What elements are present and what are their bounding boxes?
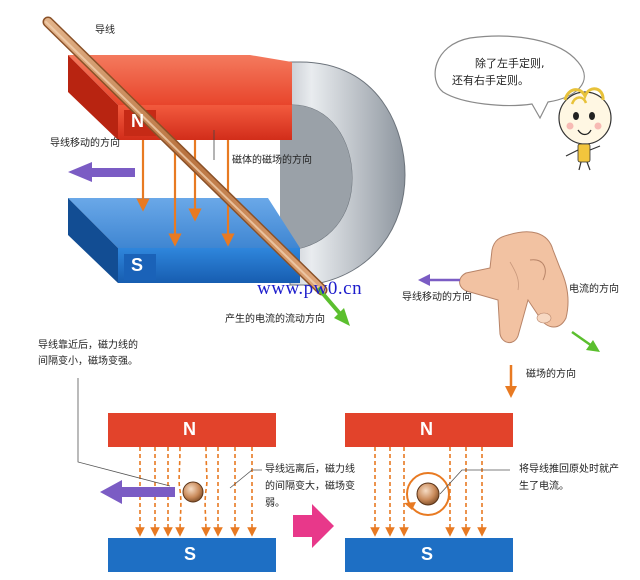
bl-south-bar [108, 538, 276, 572]
top-north-letter: N [131, 111, 144, 131]
wire-label: 导线 [95, 25, 115, 36]
bl-near-note-1: 导线靠近后，磁力线的 [38, 340, 138, 351]
bl-north-bar [108, 413, 276, 447]
top-current-label: 产生的电流的流动方向 [225, 314, 325, 325]
bl-north-letter: N [183, 419, 196, 439]
hand-motion-arrow [418, 274, 460, 286]
right-hand-illustration [459, 231, 569, 343]
top-south-letter: S [131, 255, 144, 275]
bl-leader-far [229, 469, 262, 489]
bottom-right-diagram [345, 413, 513, 572]
bl-south-letter: S [184, 544, 197, 564]
br-north-letter: N [420, 419, 433, 439]
hand-current-label: 电流的方向 [569, 284, 619, 295]
br-field-lines [370, 447, 487, 537]
bl-wire-cross-section [182, 481, 204, 503]
top-field-arrows [136, 140, 235, 247]
speech-line-2: 还有右手定则。 [452, 74, 529, 87]
br-north-bar [345, 413, 513, 447]
hand-current-arrow [571, 330, 600, 352]
north-bar-face [68, 55, 118, 140]
top-field-label: 磁体的磁场的方向 [232, 155, 312, 166]
br-note-2: 生了电流。 [519, 481, 569, 492]
br-south-bar [345, 538, 513, 572]
cartoon-character [558, 87, 612, 171]
conductor-wire [42, 16, 328, 296]
hand-field-label: 磁场的方向 [526, 369, 576, 380]
br-south-letter: S [421, 544, 434, 564]
top-current-arrow [316, 286, 350, 326]
top-motion-label: 导线移动的方向 [50, 138, 120, 149]
bl-near-note-2: 间隔变小，磁场变强。 [38, 356, 138, 367]
br-note-1: 将导线推回原处时就产 [519, 464, 619, 475]
transition-arrow [293, 504, 334, 548]
south-bar-side [68, 198, 118, 283]
br-ring-arrowhead [404, 502, 416, 510]
speech-bubble [434, 35, 585, 120]
bl-leader-near [77, 378, 171, 487]
bl-far-note-2: 的间隔变大，磁场变 [265, 481, 355, 492]
south-label-box [124, 254, 156, 280]
bottom-left-diagram [77, 378, 276, 572]
br-wire-cross-section [416, 482, 440, 506]
hand-field-arrow [505, 365, 517, 398]
hand-motion-label: 导线移动的方向 [402, 292, 472, 303]
bl-far-note-1: 导线远离后，磁力线 [265, 464, 355, 475]
bl-motion-arrow [100, 480, 175, 504]
br-leader [439, 469, 510, 495]
br-field-ring [406, 472, 450, 516]
top-motion-arrow [68, 162, 135, 182]
bl-far-note-3: 弱。 [265, 498, 285, 509]
speech-line-1: 除了左手定则, [475, 57, 545, 70]
watermark: www.pw0.cn [257, 278, 363, 299]
